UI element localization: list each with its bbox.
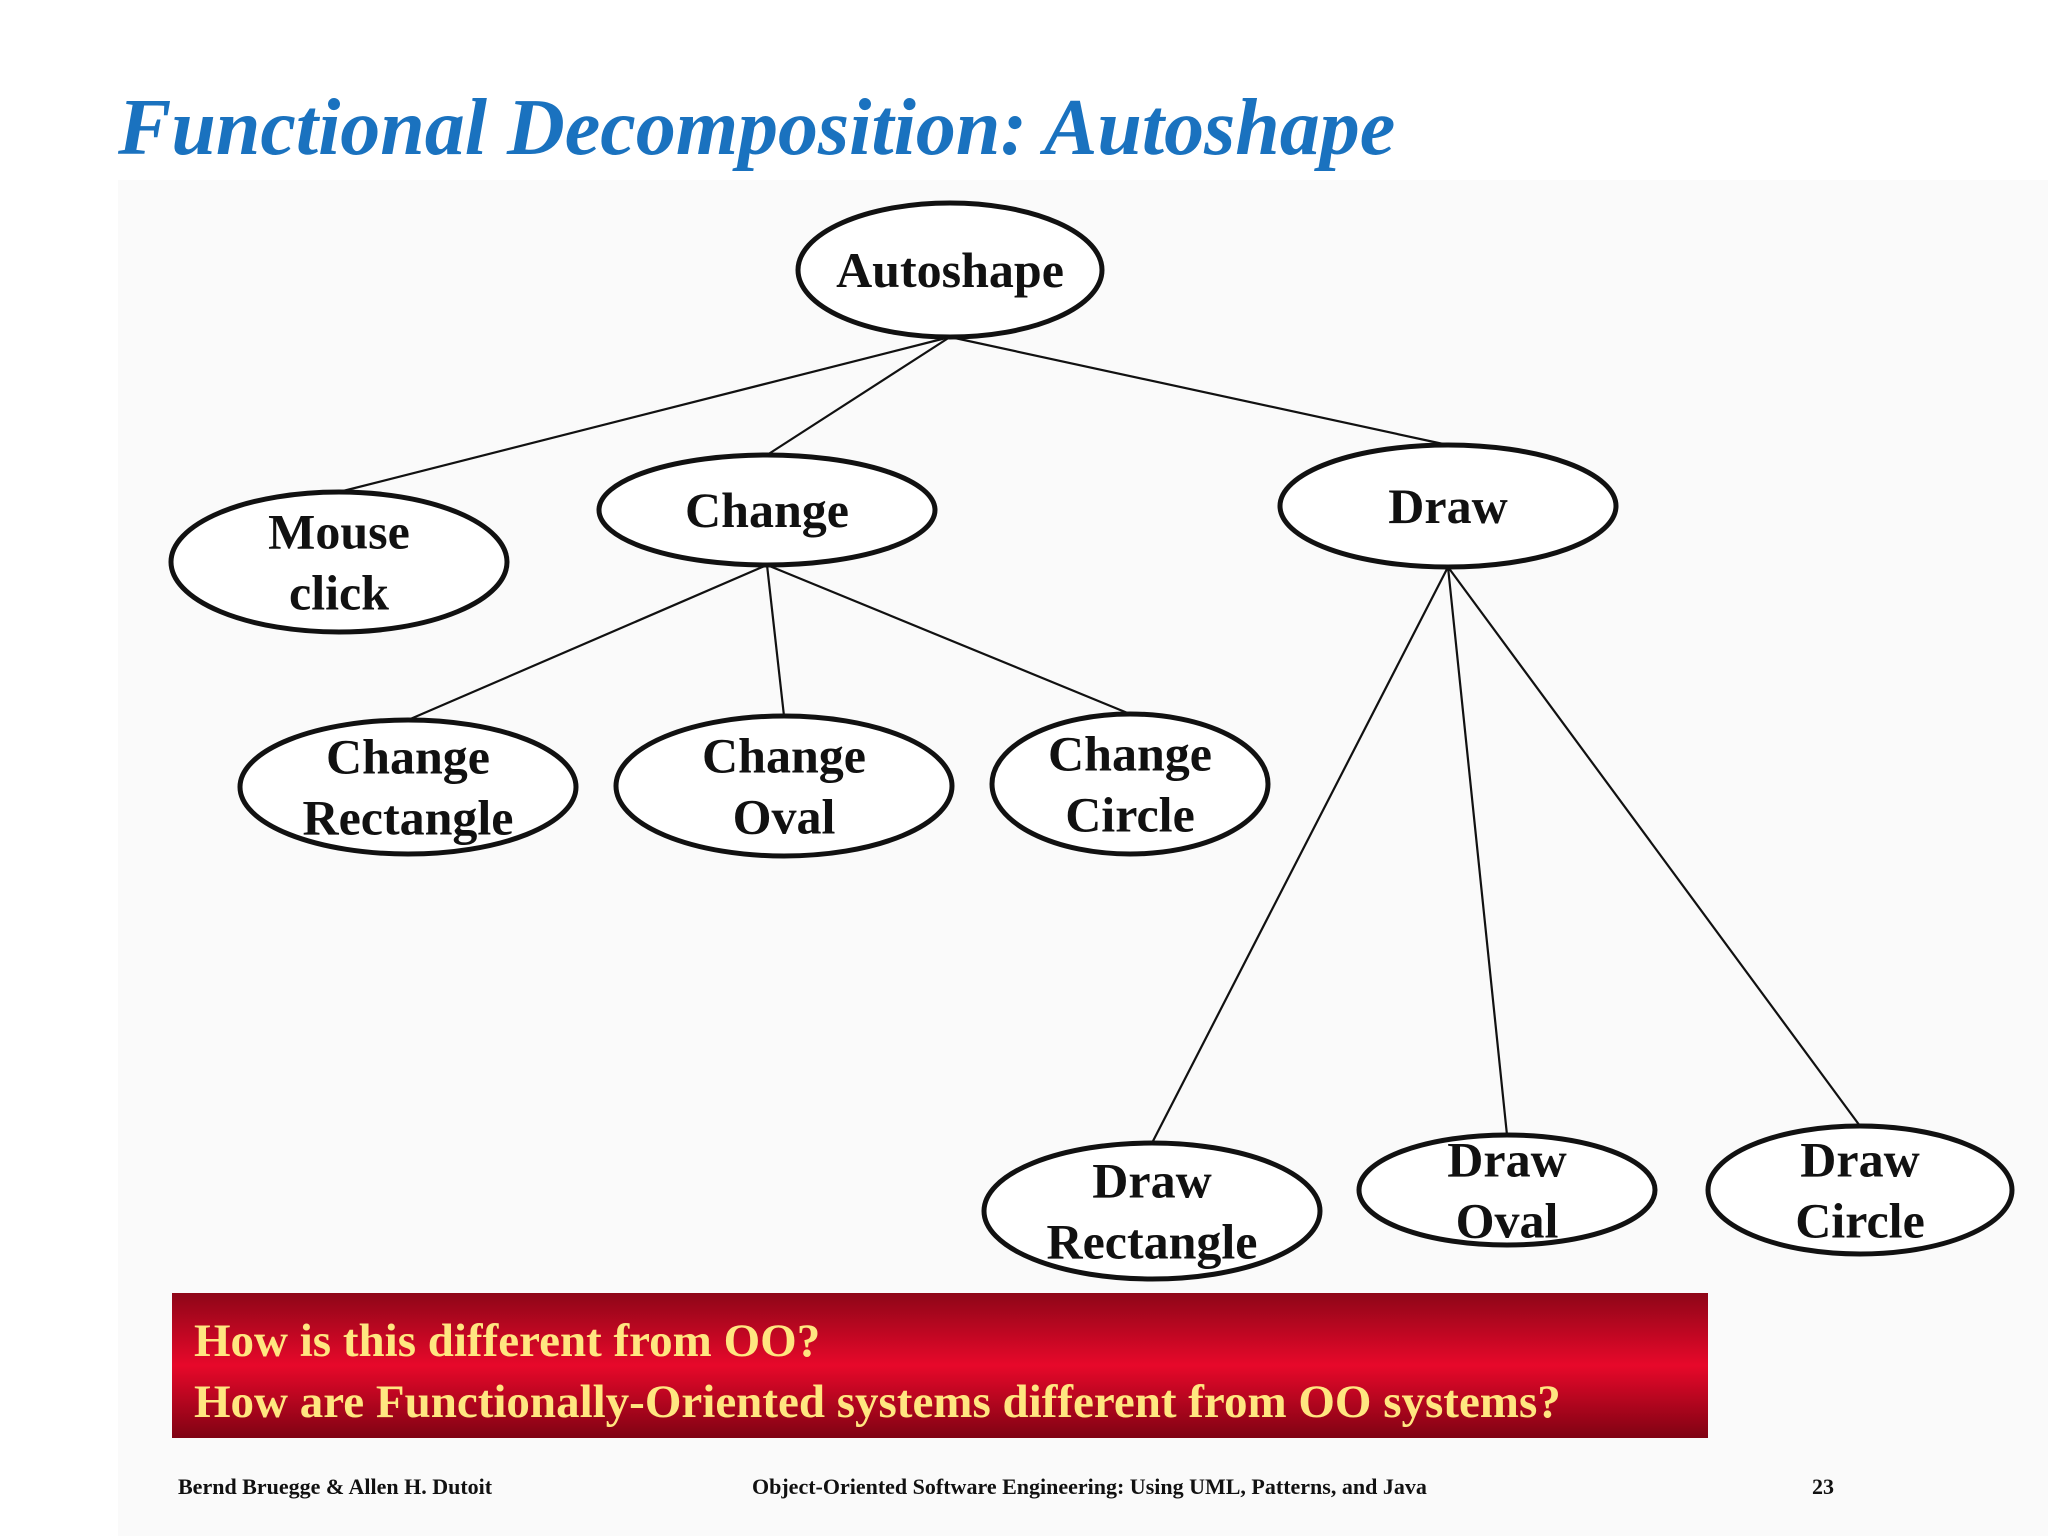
node-label-draw-1: Draw [1388,478,1507,534]
slide-title: Functional Decomposition: Autoshape [118,84,1396,172]
edge-change-to-change-oval [765,564,786,717]
node-ellipse-change [596,452,938,568]
node-label-draw-oval-1: Draw [1447,1132,1566,1188]
node-label-mouse-click-2: click [289,565,389,621]
edge-autoshape-to-draw [949,335,1449,447]
node-ellipse-change-rectangle [237,717,579,857]
node-label-draw-rectangle-1: Draw [1092,1153,1211,1209]
node-label-change-rectangle-1: Change [326,729,490,785]
node-label-draw-circle-1: Draw [1800,1132,1919,1188]
footer-book-title: Object-Oriented Software Engineering: Us… [752,1474,1427,1499]
footer-page-number: 23 [1812,1474,1834,1499]
node-ellipse-draw-rectangle [981,1140,1323,1282]
node-ellipse-change-circle [989,711,1271,857]
node-ellipse-draw-oval [1356,1132,1658,1248]
node-autoshape: Autoshape [795,200,1105,340]
question-line-1: How is this different from OO? [194,1315,821,1367]
edge-autoshape-to-change [766,336,951,456]
node-ellipse-mouse-click [168,489,510,635]
node-label-change-circle-1: Change [1048,726,1212,782]
discussion-question-box: How is this different from OO? How are F… [172,1293,1708,1438]
node-ellipse-change-oval [613,713,955,859]
node-ellipse-draw [1277,442,1619,570]
node-change: Change [596,452,938,568]
edge-autoshape-to-mouse-click [338,335,951,494]
node-label-draw-circle-2: Circle [1795,1193,1925,1249]
edge-draw-to-draw-circle [1447,566,1861,1127]
edge-draw-to-draw-oval [1446,566,1509,1136]
question-line-2: How are Functionally-Oriented systems di… [194,1376,1561,1428]
node-label-change-rectangle-2: Rectangle [302,790,513,846]
node-ellipse-draw-circle [1705,1123,2015,1257]
node-ellipse-autoshape [795,200,1105,340]
node-label-autoshape-1: Autoshape [836,242,1064,298]
node-label-draw-oval-2: Oval [1456,1193,1559,1249]
node-draw: Draw [1277,442,1619,570]
footer-authors: Bernd Bruegge & Allen H. Dutoit [178,1474,493,1499]
node-label-change-circle-2: Circle [1065,787,1195,843]
edge-change-to-change-circle [766,563,1131,716]
node-label-change-oval-1: Change [702,728,866,784]
node-label-draw-rectangle-2: Rectangle [1046,1214,1257,1270]
edge-change-to-change-rectangle [407,563,768,722]
node-label-mouse-click-1: Mouse [268,504,410,560]
edge-draw-to-draw-rectangle [1151,566,1449,1144]
diagram-edges [338,335,1861,1144]
node-label-change-1: Change [685,482,849,538]
node-label-change-oval-2: Oval [733,789,836,845]
